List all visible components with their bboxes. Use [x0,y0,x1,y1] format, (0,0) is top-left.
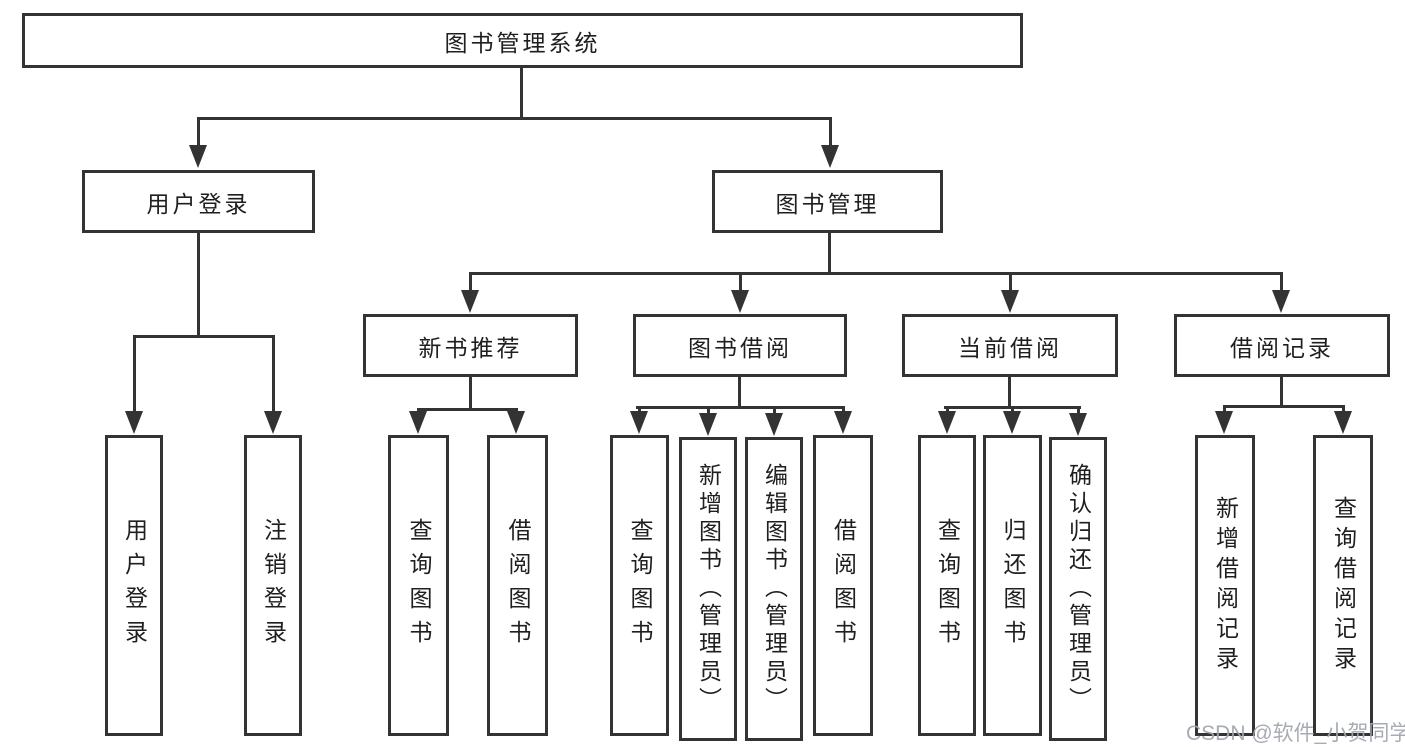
leaf-query-books-current-label: 查询图书 [934,517,961,654]
leaf-edit-books-admin-label: 编辑图书（管理员） [761,463,788,715]
arrow-shaft-current-borrow [1009,272,1012,292]
arrow-shaft-g2-c0 [946,406,949,414]
connector-login-drop [197,233,200,337]
arrow-head-g2-c2 [1069,413,1087,436]
arrow-head-book-borrow [731,290,749,313]
leaf-query-books-recommend-label: 查询图书 [406,517,432,654]
leaf-query-borrow-record: 查询借阅记录 [1313,435,1373,736]
arrow-head-current-borrow [1001,290,1019,313]
arrow-shaft-book-mgmt [829,117,832,147]
arrow-head-new-book [461,290,479,313]
leaf-confirm-return-admin: 确认归还（管理员） [1049,437,1107,741]
arrow-head-g1-c0 [630,411,648,434]
arrow-shaft-g2-c2 [1077,406,1080,416]
arrow-head-g0-c0 [409,411,427,434]
connector-level2-rail [197,117,832,120]
leaf-borrow-books: 借阅图书 [813,435,873,736]
arrow-shaft-user-login [197,117,200,147]
node-borrow-records-label: 借阅记录 [1230,334,1334,361]
leaf-user-login-label: 用户登录 [121,517,148,654]
leaf-add-books-admin-label: 新增图书（管理员） [695,463,722,715]
connector-level3-rail [469,272,1283,275]
arrow-head-book-mgmt [821,145,839,168]
connector-login-rail [133,335,275,338]
node-new-book-recommend-label: 新书推荐 [418,334,523,361]
leaf-borrow-books-recommend-label: 借阅图书 [505,517,531,654]
leaf-query-books-recommend: 查询图书 [388,435,449,736]
node-root: 图书管理系统 [22,13,1023,68]
arrow-shaft-g1-c1 [707,406,710,416]
arrow-head-g2-c0 [938,411,956,434]
connector-group1-drop [738,377,741,409]
node-book-borrow-label: 图书借阅 [688,334,792,361]
arrow-head-g3-c1 [1334,411,1352,434]
leaf-query-books-borrow-label: 查询图书 [627,517,653,654]
leaf-query-books-current: 查询图书 [918,435,976,736]
arrow-head-g3-c0 [1215,411,1233,434]
node-new-book-recommend: 新书推荐 [363,314,578,377]
connector-group0-rail [417,408,518,411]
node-user-login-label: 用户登录 [146,190,251,217]
leaf-add-borrow-record-label: 新增借阅记录 [1212,495,1239,676]
arrow-head-g0-c1 [507,411,525,434]
arrow-head-g1-c3 [834,411,852,434]
leaf-return-books: 归还图书 [983,435,1042,736]
node-borrow-records: 借阅记录 [1174,314,1390,377]
leaf-confirm-return-admin-label: 确认归还（管理员） [1065,463,1092,715]
leaf-query-borrow-record-label: 查询借阅记录 [1330,495,1357,676]
leaf-borrow-books-label: 借阅图书 [830,517,857,654]
arrow-head-g1-c1 [699,413,717,436]
leaf-add-books-admin: 新增图书（管理员） [679,437,737,741]
connector-group2-drop [1008,377,1011,409]
node-root-label: 图书管理系统 [444,29,601,56]
leaf-user-login: 用户登录 [105,435,163,736]
leaf-query-books-borrow: 查询图书 [610,435,669,736]
connector-group1-rail [636,406,845,409]
arrow-head-borrow-records [1272,290,1290,313]
arrow-shaft-g1-c3 [842,406,845,414]
leaf-add-borrow-record: 新增借阅记录 [1195,435,1255,736]
node-book-borrow: 图书借阅 [633,314,847,377]
arrow-shaft-g3-c0 [1223,405,1226,414]
node-user-login: 用户登录 [82,170,315,233]
leaf-logout-login: 注销登录 [244,435,302,736]
node-book-management: 图书管理 [712,170,943,233]
arrow-shaft-new-book [469,272,472,292]
arrow-head-leaf-logout [264,411,282,434]
connector-group0-drop [469,377,472,411]
leaf-edit-books-admin: 编辑图书（管理员） [745,437,803,741]
arrow-shaft-g2-c1 [1011,406,1014,414]
arrow-shaft-g1-c0 [638,406,641,414]
arrow-shaft-book-borrow [739,272,742,292]
node-book-management-label: 图书管理 [775,190,880,217]
arrow-shaft-borrow-records [1280,272,1283,292]
connector-mgmt-drop [828,233,831,274]
leaf-borrow-books-recommend: 借阅图书 [487,435,548,736]
arrow-head-g2-c1 [1003,411,1021,434]
csdn-watermark: CSDN @软件_小贺同学 [1186,722,1405,745]
node-current-borrow-label: 当前借阅 [958,334,1062,361]
arrow-head-g1-c2 [765,413,783,436]
arrow-shaft-leaf-logout [272,335,275,412]
arrow-head-user-login [189,145,207,168]
node-current-borrow: 当前借阅 [902,314,1118,377]
connector-group3-drop [1280,377,1283,408]
arrow-shaft-g3-c1 [1342,405,1345,414]
arrow-head-leaf-login [125,411,143,434]
connector-root-drop [520,68,523,118]
leaf-logout-login-label: 注销登录 [260,517,287,654]
connector-group3-rail [1223,405,1345,408]
arrow-shaft-g1-c2 [773,406,776,416]
arrow-shaft-leaf-login [133,335,136,412]
leaf-return-books-label: 归还图书 [1000,517,1026,654]
